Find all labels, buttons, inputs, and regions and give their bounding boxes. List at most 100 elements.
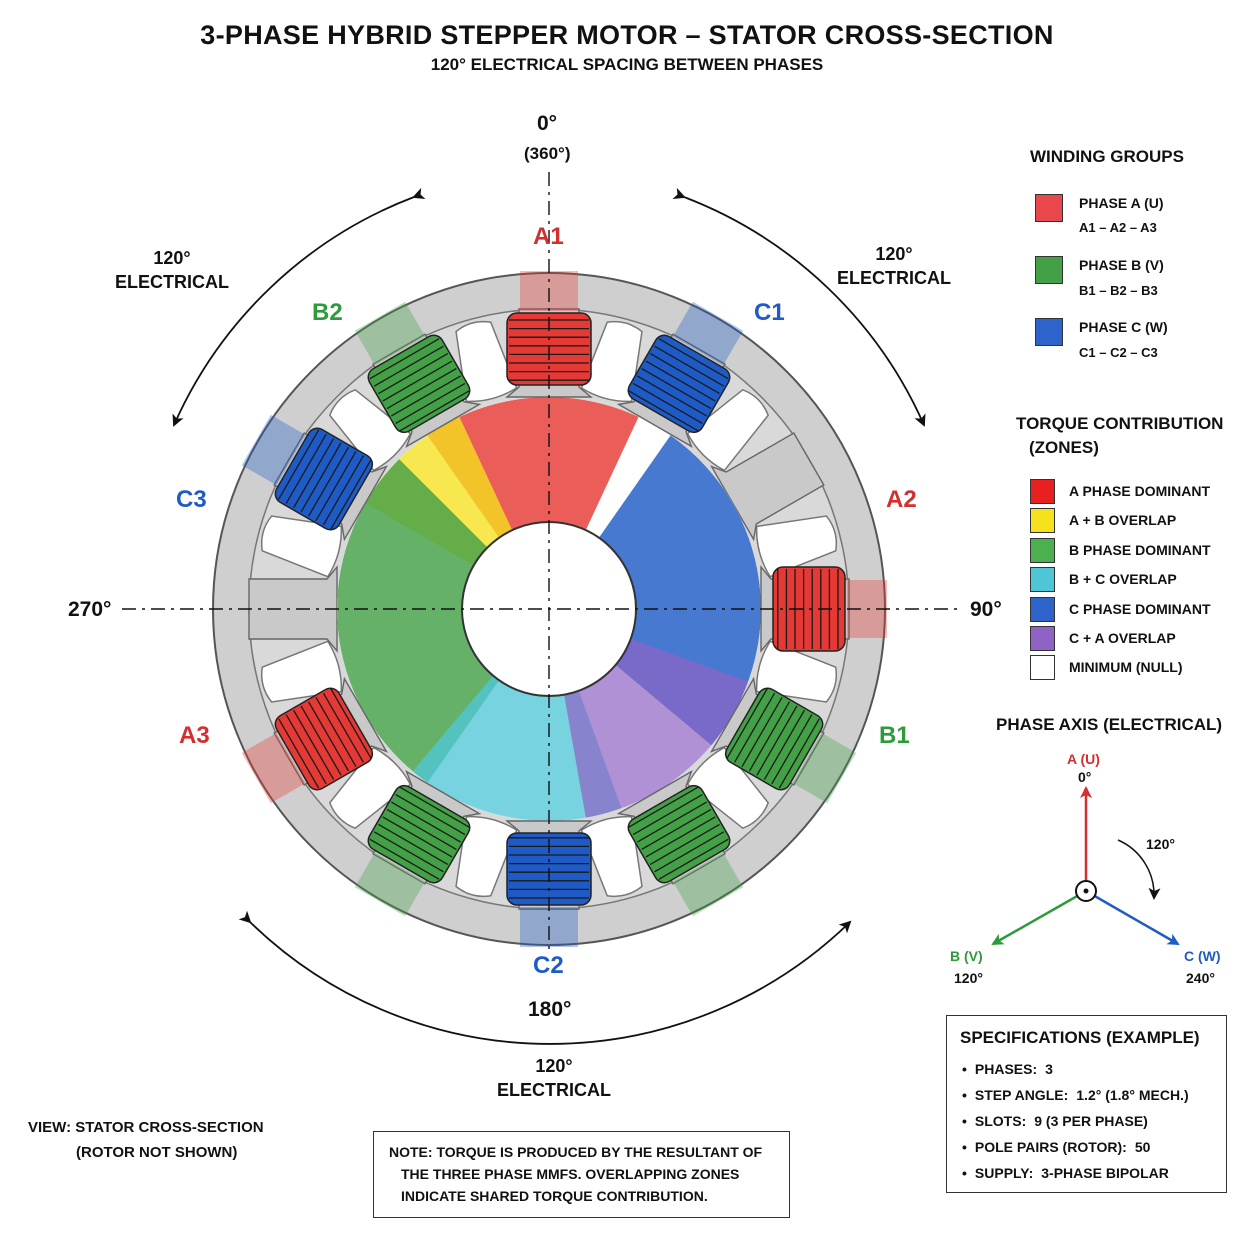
spec-key: POLE PAIRS (ROTOR): bbox=[974, 1139, 1127, 1155]
spec-value: 3 bbox=[1045, 1061, 1053, 1077]
note-line-2: THE THREE PHASE MMFS. OVERLAPPING ZONES bbox=[401, 1166, 740, 1182]
stator-slot bbox=[260, 640, 343, 703]
swatch-phase-b bbox=[1035, 256, 1063, 284]
coil-c3 bbox=[274, 427, 374, 531]
coil-label-b2: B2 bbox=[312, 299, 343, 326]
phase-axis-b-label: B (V) bbox=[950, 948, 983, 964]
angle-bottom: 180° bbox=[528, 998, 572, 1021]
stator-slot bbox=[686, 746, 770, 830]
phase-axis-b-angle: 120° bbox=[954, 970, 983, 986]
coil-label-a2: A2 bbox=[886, 486, 917, 513]
coil-label-a3: A3 bbox=[179, 722, 210, 749]
spec-row-5: • SUPPLY: 3-PHASE BIPOLAR bbox=[962, 1165, 1169, 1181]
coil-label-c2: C2 bbox=[533, 952, 564, 979]
phase-c-vector bbox=[1085, 889, 1180, 946]
specifications-box bbox=[946, 1015, 1227, 1193]
note-line-1: NOTE: TORQUE IS PRODUCED BY THE RESULTAN… bbox=[389, 1144, 763, 1160]
spec-row-3: • SLOTS: 9 (3 PER PHASE) bbox=[962, 1113, 1148, 1129]
stator-slot bbox=[580, 815, 643, 898]
spec-key: SUPPLY: bbox=[974, 1165, 1034, 1181]
stator-slot bbox=[455, 320, 518, 403]
arc-top-left bbox=[172, 187, 426, 427]
bullet-icon: • bbox=[962, 1087, 967, 1103]
zone-label-1: A PHASE DOMINANT bbox=[1069, 483, 1211, 499]
zone-swatch-2 bbox=[1030, 508, 1055, 534]
spec-value: 9 (3 PER PHASE) bbox=[1034, 1113, 1148, 1129]
arc-label-top-right: 120°ELECTRICAL bbox=[837, 244, 951, 288]
zone-label-5: C PHASE DOMINANT bbox=[1069, 600, 1211, 617]
legend-phase-c-coils: C1 – C2 – C3 bbox=[1079, 345, 1158, 360]
phase-axis-a-label: A (U) bbox=[1067, 751, 1100, 767]
phase-spacing-arc bbox=[1117, 839, 1161, 900]
phase-axis-title: PHASE AXIS (ELECTRICAL) bbox=[996, 715, 1223, 734]
zone-label-4: B + C OVERLAP bbox=[1069, 571, 1177, 588]
stator-slot bbox=[580, 320, 643, 403]
coil-b1 bbox=[724, 687, 824, 791]
coil-label-b1: B1 bbox=[879, 722, 910, 749]
zone-swatch-4 bbox=[1030, 567, 1055, 593]
coil-b4 bbox=[367, 784, 471, 884]
angle-top: 0° bbox=[537, 112, 558, 135]
phase-b-vector bbox=[991, 889, 1087, 946]
legend-phase-a-name: PHASE A (U) bbox=[1079, 195, 1164, 211]
coil-b3 bbox=[627, 784, 731, 884]
arc-bottom bbox=[238, 910, 852, 1045]
spec-row-2: • STEP ANGLE: 1.2° (1.8° MECH.) bbox=[962, 1087, 1189, 1103]
note-box bbox=[373, 1131, 790, 1218]
phase-axis-spacing: 120° bbox=[1146, 836, 1175, 852]
spec-value: 3-PHASE BIPOLAR bbox=[1041, 1165, 1169, 1181]
coil-label-a1: A1 bbox=[533, 223, 564, 250]
bullet-icon: • bbox=[962, 1165, 967, 1181]
coil-label-c1: C1 bbox=[754, 299, 785, 326]
spec-value: 1.2° (1.8° MECH.) bbox=[1076, 1087, 1189, 1103]
arc-top-right bbox=[672, 187, 926, 427]
view-label-line-1: VIEW: STATOR CROSS-SECTION bbox=[28, 1119, 264, 1136]
zone-swatch-1 bbox=[1030, 479, 1055, 504]
coil-label-c3: C3 bbox=[176, 486, 207, 513]
stator-tooth bbox=[710, 432, 825, 542]
legend-phase-a-coils: A1 – A2 – A3 bbox=[1079, 220, 1157, 235]
zone-swatch-5 bbox=[1030, 596, 1055, 622]
spec-row-4: • POLE PAIRS (ROTOR): 50 bbox=[962, 1139, 1150, 1155]
swatch-phase-c bbox=[1035, 318, 1063, 346]
spec-key: PHASES: bbox=[974, 1061, 1038, 1077]
stator-tooth bbox=[248, 565, 338, 653]
bullet-icon: • bbox=[962, 1113, 967, 1129]
coil-a3 bbox=[274, 687, 374, 791]
spec-value: 50 bbox=[1134, 1139, 1151, 1155]
stator-slot bbox=[455, 815, 518, 898]
phase-axis-diagram bbox=[991, 786, 1180, 946]
phase-axis-c-label: C (W) bbox=[1184, 948, 1221, 964]
torque-zones-title: TORQUE CONTRIBUTION bbox=[1016, 414, 1224, 433]
spec-key: SLOTS: bbox=[974, 1113, 1027, 1129]
angle-top-alt: (360°) bbox=[524, 144, 571, 163]
arc-label-bottom: 120°ELECTRICAL bbox=[497, 1056, 611, 1100]
zone-label-6: C + A OVERLAP bbox=[1069, 630, 1176, 646]
torque-zones-subtitle: (ZONES) bbox=[1029, 438, 1099, 457]
legend-phase-c-name: PHASE C (W) bbox=[1079, 319, 1168, 335]
phase-axis-a-angle: 0° bbox=[1078, 769, 1092, 785]
winding-groups-title: WINDING GROUPS bbox=[1030, 147, 1184, 166]
spec-row-1: • PHASES: 3 bbox=[962, 1061, 1053, 1077]
bullet-icon: • bbox=[962, 1061, 967, 1077]
stator-slot bbox=[755, 515, 838, 578]
zone-swatch-6 bbox=[1030, 626, 1055, 651]
torque-zones bbox=[337, 397, 761, 821]
bullet-icon: • bbox=[962, 1139, 967, 1155]
zone-label-7: MINIMUM (NULL) bbox=[1069, 659, 1183, 676]
spec-key: STEP ANGLE: bbox=[974, 1087, 1069, 1103]
angle-left: 270° bbox=[68, 598, 112, 621]
stator-slot bbox=[328, 746, 412, 830]
zone-swatch-7 bbox=[1030, 655, 1055, 681]
legend-phase-b-name: PHASE B (V) bbox=[1079, 257, 1164, 273]
view-label-line-2: (ROTOR NOT SHOWN) bbox=[76, 1144, 238, 1161]
specifications-title: SPECIFICATIONS (EXAMPLE) bbox=[960, 1028, 1200, 1047]
stator-slot bbox=[755, 640, 838, 703]
note-line-3: INDICATE SHARED TORQUE CONTRIBUTION. bbox=[401, 1188, 708, 1204]
angle-right: 90° bbox=[970, 598, 1002, 621]
legend-phase-b-coils: B1 – B2 – B3 bbox=[1079, 283, 1158, 298]
zone-label-3: B PHASE DOMINANT bbox=[1069, 541, 1211, 558]
page-subtitle: 120° ELECTRICAL SPACING BETWEEN PHASES bbox=[430, 55, 824, 74]
swatch-phase-a bbox=[1035, 194, 1063, 222]
zone-label-2: A + B OVERLAP bbox=[1069, 512, 1177, 529]
